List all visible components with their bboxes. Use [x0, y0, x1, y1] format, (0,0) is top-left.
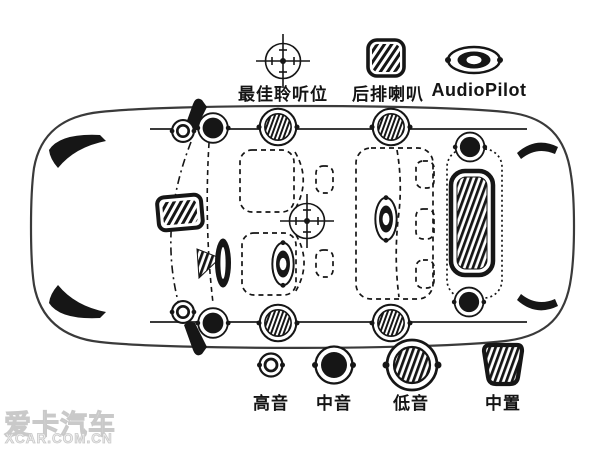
- audiopilot-ellipse-icon: [443, 45, 505, 75]
- steering-wheel: [196, 238, 231, 288]
- legend-label-woofer: 低音: [393, 394, 429, 413]
- tweeter-icon: [255, 352, 287, 378]
- legend-label-tweeter: 高音: [253, 394, 289, 413]
- headlight-right: [49, 285, 106, 319]
- watermark-logo-text: 爱卡汽车: [4, 410, 116, 441]
- legend-label-audiopilot: AudioPilot: [431, 80, 527, 100]
- hatched-trapezoid-icon: [481, 342, 525, 387]
- midrange-icon: [310, 345, 358, 385]
- center-channel-speaker-dash: [155, 192, 205, 233]
- audiopilot-rear-bench: [374, 194, 398, 244]
- rear-deck: [446, 131, 503, 318]
- front-seat-left: [239, 149, 334, 213]
- legend-label-midrange: 中音: [316, 394, 352, 413]
- legend-label-best-listening-position: 最佳聆听位: [238, 85, 328, 104]
- side-mirror-right: [184, 321, 207, 356]
- watermark-url-text: XCAR.COM.CN: [5, 431, 113, 447]
- headlight-left: [49, 134, 106, 168]
- car-body-outline: [29, 104, 576, 349]
- rear-deck-speaker: [448, 168, 496, 278]
- audiopilot-front-seat: [271, 239, 295, 289]
- taillight-left: [517, 142, 558, 159]
- legend-label-rear-speaker: 后排喇叭: [352, 85, 424, 104]
- taillight-right: [517, 294, 558, 311]
- rear-bench-seat: [355, 147, 435, 300]
- front-seat-right: [241, 232, 334, 296]
- legend-label-center-channel: 中置: [485, 394, 521, 413]
- hatched-square-icon: [366, 38, 406, 78]
